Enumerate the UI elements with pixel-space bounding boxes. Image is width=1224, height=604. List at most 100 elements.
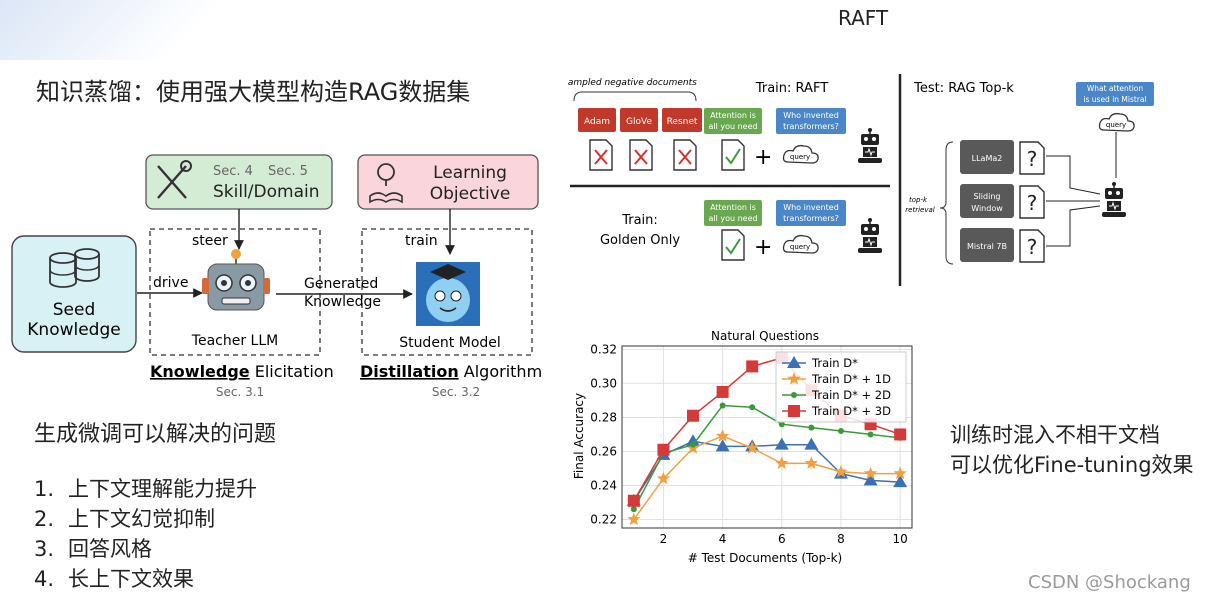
model-chip-llama2 (960, 140, 1014, 174)
train-raft-label: Train: RAFT (755, 81, 828, 96)
data-point (715, 439, 730, 452)
steer-label: steer (192, 233, 228, 249)
algorithm-sec: Sec. 3.2 (432, 385, 480, 399)
objective-line1: Learning (433, 163, 507, 183)
data-point (804, 456, 818, 469)
y-tick-label: 0.28 (590, 410, 617, 424)
wrong-doc-icon (629, 139, 653, 171)
data-point (787, 356, 801, 368)
data-point (745, 441, 759, 454)
slide-title: 知识蒸馏：使用强大模型构造RAG数据集 (36, 78, 471, 106)
list-item: 4.长上下文效果 (34, 567, 194, 591)
correct-doc-icon (721, 139, 745, 171)
seed-line1: Seed (53, 300, 96, 320)
data-point (867, 431, 874, 438)
raft-title: RAFT (838, 6, 889, 30)
lightbulb-book-icon (369, 163, 403, 204)
skill-label: Skill/Domain (213, 182, 320, 202)
elicitation-dashed-box (149, 228, 321, 356)
algorithm-caption-rest: Algorithm (459, 362, 542, 381)
data-point (788, 405, 800, 417)
model-label: Mistral 7B (967, 242, 1007, 251)
data-point (808, 424, 815, 431)
elicitation-sec: Sec. 3.1 (216, 385, 264, 399)
data-point (787, 372, 801, 385)
data-point (804, 437, 819, 450)
data-point (746, 360, 759, 373)
question-chip (776, 200, 846, 226)
test-question-chip (1076, 82, 1154, 106)
question-chip (776, 108, 846, 134)
algorithm-dashed-box (361, 228, 533, 356)
neg-doc-label: GloVe (626, 117, 652, 127)
golden-label-line1: Train: (621, 213, 658, 228)
topk-bracket (939, 141, 954, 265)
neg-doc-chip (578, 108, 616, 132)
data-point (719, 402, 726, 409)
data-point (630, 506, 637, 513)
raft-diagram: ? sampled negative documents Train: RAFT… (568, 74, 1154, 286)
wrong-doc-icon (673, 139, 697, 171)
data-point (791, 392, 797, 398)
topk-label-line1: top-k (909, 196, 928, 204)
data-point (893, 466, 907, 480)
data-point (837, 428, 844, 435)
teacher-robot-icon (202, 249, 270, 311)
question-line2: transformers? (783, 214, 839, 223)
right-note: 训练时混入不相干文档 可以优化Fine-tuning效果 (950, 420, 1194, 480)
problems-list: 1.上下文理解能力提升 2.上下文幻觉抑制 3.回答风格 4.长上下文效果 (34, 474, 257, 594)
wrong-doc-icon (589, 139, 613, 171)
elicitation-caption: Knowledge Elicitation (150, 362, 334, 381)
test-question-line2: is used in Mistral (1083, 95, 1146, 104)
legend-label: Train D* (811, 356, 858, 370)
series-line (633, 404, 901, 510)
skill-sec-b: Sec. 5 (268, 164, 308, 179)
neg-doc-chip (662, 108, 702, 132)
elicitation-caption-bold: Knowledge (150, 362, 250, 381)
right-note-line1: 训练时混入不相干文档 (950, 423, 1160, 447)
model-label: Window (971, 204, 1003, 213)
chart-ylabel: Final Accuracy (572, 393, 586, 479)
data-point (863, 466, 878, 480)
legend-label: Train D* + 2D (811, 388, 891, 402)
chart-frame (621, 345, 913, 529)
question-line1: Who invented (783, 111, 839, 120)
generated-label-2: Knowledge (304, 294, 381, 310)
golden-label-line2: Golden Only (600, 233, 680, 248)
data-point (716, 385, 729, 398)
train-label: train (405, 233, 438, 249)
seed-line2: Knowledge (27, 320, 120, 340)
unknown-doc-icon (1019, 141, 1045, 175)
skill-domain-box: Sec. 4 Sec. 5 Skill/Domain (145, 154, 333, 210)
plus-icon: + (754, 145, 772, 170)
data-point (656, 471, 671, 485)
robot-icon (857, 127, 883, 164)
generated-label-1: Generated (304, 276, 378, 292)
elicitation-caption-rest: Elicitation (250, 362, 334, 381)
y-tick-label: 0.32 (590, 342, 617, 356)
golden-doc-line1: Attention is (710, 111, 756, 120)
neg-doc-label: Adam (584, 117, 610, 127)
data-point (894, 428, 907, 441)
data-point (657, 443, 670, 456)
golden-doc-line2: all you need (708, 214, 757, 223)
student-label: Student Model (399, 335, 501, 351)
x-tick-label: 4 (719, 532, 727, 546)
accuracy-chart: Natural Questions # Test Documents (Top-… (572, 329, 913, 565)
model-label: Sliding (974, 192, 1001, 201)
legend-label: Train D* + 1D (811, 372, 891, 386)
correct-doc-icon (721, 229, 745, 261)
data-point (774, 437, 789, 450)
model-chip-sliding-window (960, 184, 1014, 218)
golden-doc-line2: all you need (708, 122, 757, 131)
data-point (749, 404, 756, 411)
corner-decoration (0, 0, 240, 60)
golden-doc-chip (704, 200, 762, 226)
golden-doc-line1: Attention is (710, 203, 756, 212)
question-line2: transformers? (783, 122, 839, 131)
robot-icon (857, 217, 883, 254)
chart-xlabel: # Test Documents (Top-k) (688, 551, 842, 565)
topk-label-line2: retrieval (905, 206, 934, 214)
